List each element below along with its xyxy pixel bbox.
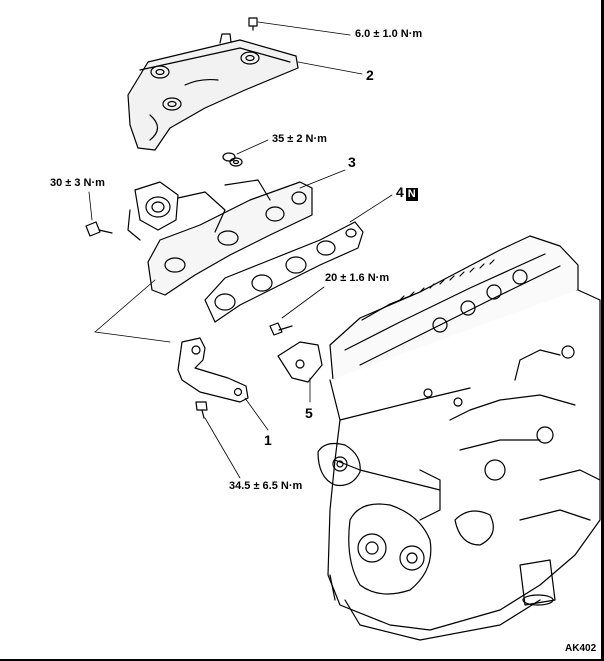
torque-label-bolt-stay: 20 ± 1.6 N·m xyxy=(325,272,390,284)
torque-label-bolt-top: 6.0 ± 1.0 N·m xyxy=(355,28,423,40)
heat-protector xyxy=(127,33,299,151)
torque-label-nut: 35 ± 2 N·m xyxy=(272,133,327,145)
part-number-1: 1 xyxy=(264,432,272,448)
frame-bottom-border xyxy=(0,659,604,661)
part-number-5: 5 xyxy=(305,405,313,421)
part-number-4-text: 4 xyxy=(396,184,404,200)
engine-block xyxy=(317,235,601,641)
bracket xyxy=(177,337,249,403)
figure-code: AK402 xyxy=(565,643,597,654)
part-number-2: 2 xyxy=(366,67,374,83)
bolt-left xyxy=(85,221,113,237)
torque-label-bolt-bracket: 34.5 ± 6.5 N·m xyxy=(229,480,303,492)
new-part-badge: N xyxy=(405,188,418,201)
frame-right-border xyxy=(601,0,604,661)
nut-manifold xyxy=(222,152,243,167)
bolt-bracket xyxy=(195,401,208,419)
gasket xyxy=(204,221,364,323)
part-number-3: 3 xyxy=(348,154,356,170)
bolt-stay xyxy=(269,322,293,336)
bolt-heat-protector xyxy=(248,17,258,31)
stay xyxy=(277,341,323,383)
torque-label-bolt-left: 30 ± 3 N·m xyxy=(50,177,105,189)
exhaust-manifold xyxy=(127,179,313,296)
